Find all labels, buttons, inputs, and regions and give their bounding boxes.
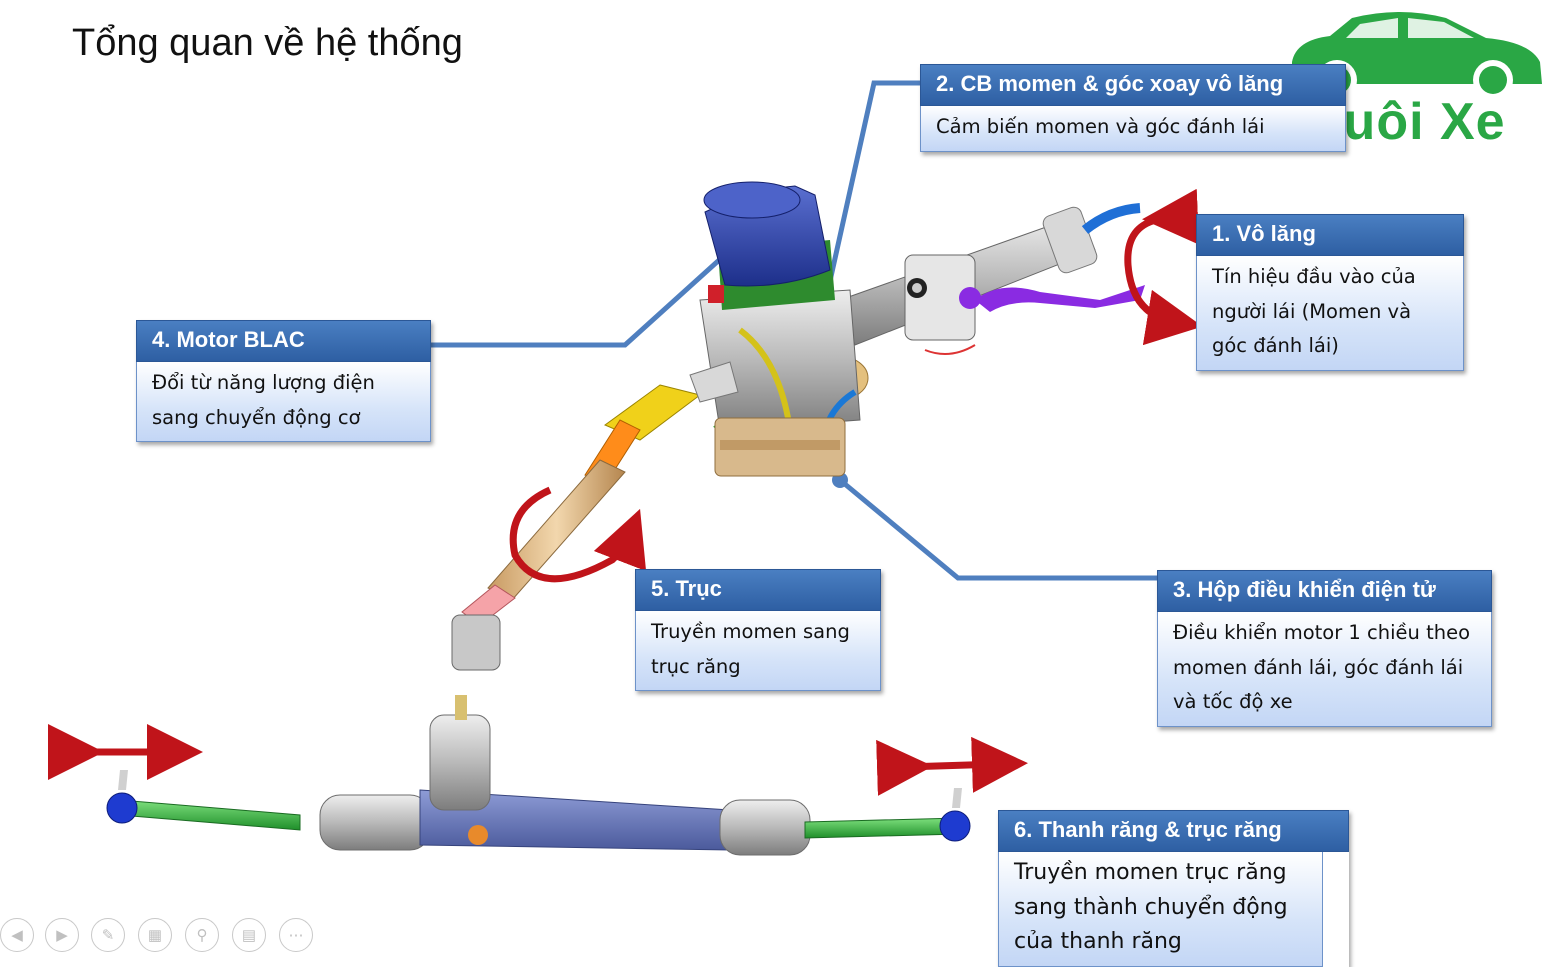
callout-line-motor [430, 241, 740, 348]
steering-rack [106, 695, 971, 856]
callout-title: 4. Motor BLAC [136, 320, 431, 362]
callout-text: sang chuyển động cơ [152, 405, 361, 429]
callout-body: Cảm biến momen và góc đánh lái [920, 106, 1346, 152]
subtitles-icon[interactable]: ▤ [232, 918, 266, 952]
callout-text: góc đánh lái) [1212, 334, 1339, 357]
callout-text: của thanh răng [1014, 929, 1182, 954]
callout-rack: 6. Thanh răng & trục răng Truyền momen t… [998, 810, 1349, 967]
callout-body: Truyền momen trục răng sang thành chuyển… [998, 852, 1323, 967]
more-icon[interactable]: ⋯ [279, 918, 313, 952]
callout-text: Điều khiển motor 1 chiều theo [1173, 621, 1471, 644]
callout-text: sang thành chuyển động [1014, 894, 1288, 920]
steering-column [839, 203, 1145, 355]
callout-title: 5. Trục [635, 569, 881, 611]
previous-icon[interactable]: ◀ [0, 918, 34, 952]
callout-steering-wheel: 1. Vô lăng Tín hiệu đầu vào của người lá… [1196, 214, 1464, 371]
callout-shaft: 5. Trục Truyền momen sang trục răng [635, 569, 881, 691]
slides-icon[interactable]: ▦ [138, 918, 172, 952]
callout-title: 1. Vô lăng [1196, 214, 1464, 256]
next-icon[interactable]: ▶ [45, 918, 79, 952]
linear-arrow-right [876, 736, 1028, 796]
callout-text: người lái (Momen và [1212, 299, 1412, 323]
callout-text: Truyền momen sang [651, 620, 850, 643]
pen-icon[interactable]: ✎ [91, 918, 125, 952]
callout-motor: 4. Motor BLAC Đổi từ năng lượng điện san… [136, 320, 431, 442]
callout-line-torque-sensor [815, 80, 920, 336]
callout-text: Đổi từ năng lượng điện [152, 371, 375, 394]
callout-body: Tín hiệu đầu vào của người lái (Momen và… [1196, 256, 1464, 371]
callout-text: momen đánh lái, góc đánh lái [1173, 655, 1464, 679]
callout-text: trục răng [651, 654, 741, 678]
callout-line-ecu [838, 478, 1158, 581]
callout-title: 3. Hộp điều khiển điện tử [1157, 570, 1492, 612]
rotation-arrow-steering-wheel [1124, 188, 1203, 346]
zoom-icon[interactable]: ⚲ [185, 918, 219, 952]
rotation-arrow-shaft [509, 486, 647, 583]
callout-ecu: 3. Hộp điều khiển điện tử Điều khiển mot… [1157, 570, 1492, 727]
callout-text: và tốc độ xe [1173, 690, 1293, 713]
callout-lines [430, 80, 1158, 581]
slide-title: Tổng quan về hệ thống [72, 22, 463, 64]
car-logo-icon [1292, 12, 1542, 100]
callout-title: 6. Thanh răng & trục răng [998, 810, 1349, 852]
callout-text: Truyền momen trục răng [1014, 860, 1287, 885]
motion-arrows [48, 188, 1203, 796]
callout-text: Tín hiệu đầu vào của [1212, 265, 1416, 288]
callout-body: Điều khiển motor 1 chiều theo momen đánh… [1157, 612, 1492, 727]
callout-torque-sensor: 2. CB momen & góc xoay vô lăng Cảm biến … [920, 64, 1346, 152]
callout-body: Đổi từ năng lượng điện sang chuyển động … [136, 362, 431, 442]
callout-body: Truyền momen sang trục răng [635, 611, 881, 691]
callout-title: 2. CB momen & góc xoay vô lăng [920, 64, 1346, 106]
callout-text: Cảm biến momen và góc đánh lái [936, 115, 1265, 138]
assist-motor [699, 181, 869, 477]
